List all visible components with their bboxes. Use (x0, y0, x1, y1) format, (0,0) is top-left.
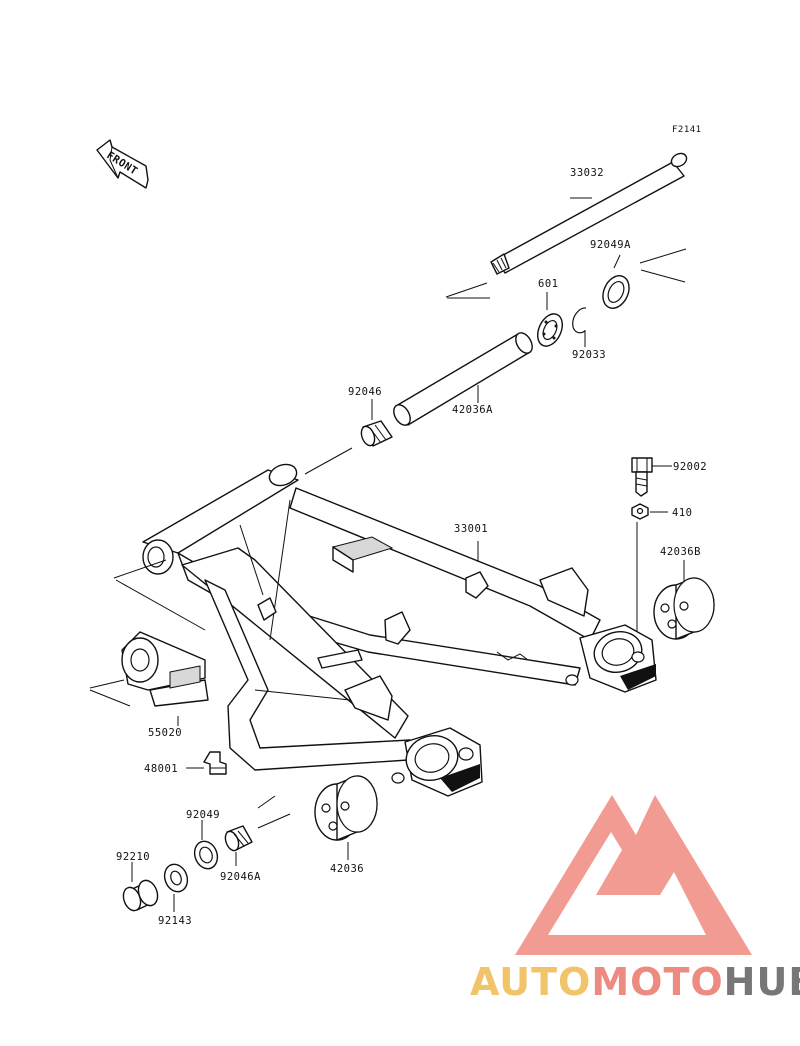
eccentric-42036B (653, 577, 715, 640)
ball-bearing-601 (537, 313, 563, 347)
part-42036: 42036 (330, 863, 364, 875)
part-92049A: 92049A (590, 239, 631, 251)
oil-seal-92049 (193, 840, 219, 870)
part-92046A: 92046A (220, 871, 261, 883)
automotohub-wordmark: AUTOMOTOHUB (470, 960, 800, 1004)
part-410: 410 (672, 507, 692, 519)
part-92143: 92143 (158, 915, 192, 927)
guide-line-chain (89, 559, 206, 707)
part-601: 601 (538, 278, 558, 290)
swingarm-33001 (142, 463, 657, 797)
washer-92143 (163, 863, 189, 893)
pivot-shaft-33032 (490, 152, 688, 275)
watermark-moto: MOTO (591, 960, 723, 1004)
collar-92210 (122, 879, 159, 912)
automotohub-logo (515, 795, 752, 955)
needle-bearing-92046A (224, 825, 253, 852)
part-92002: 92002 (673, 461, 707, 473)
guide-line-seal (639, 248, 687, 283)
bolt-92002 (631, 457, 653, 497)
part-92049: 92049 (186, 809, 220, 821)
watermark-hub: HUB (724, 960, 800, 1004)
logo-triangle-mark (515, 795, 752, 955)
part-33001: 33001 (454, 523, 488, 535)
chain-guide-55020 (121, 631, 209, 707)
guide-line-shaft (445, 282, 490, 299)
nut-410 (631, 503, 649, 520)
part-92046: 92046 (348, 386, 382, 398)
sleeve-42036A (393, 332, 533, 426)
part-42036B: 42036B (660, 546, 701, 558)
eccentric-42036 (314, 775, 378, 841)
part-33032: 33032 (570, 167, 604, 179)
front-arrow: FRONT (96, 139, 149, 189)
part-55020: 55020 (148, 727, 182, 739)
circlip-92033 (572, 307, 587, 334)
guide-line-pivot (304, 447, 353, 475)
guide-line-lower (257, 795, 291, 829)
part-92033: 92033 (572, 349, 606, 361)
part-92210: 92210 (116, 851, 150, 863)
part-48001: 48001 (144, 763, 178, 775)
oil-seal-92049A (602, 275, 630, 309)
svg-text:AUTOMOTOHUB: AUTOMOTOHUB (470, 960, 800, 1004)
figure-code: F2141 (672, 125, 702, 135)
part-42036A: 42036A (452, 404, 493, 416)
grease-nipple-48001 (203, 751, 227, 775)
needle-bearing-92046 (360, 420, 393, 447)
watermark-auto: AUTO (470, 960, 591, 1004)
